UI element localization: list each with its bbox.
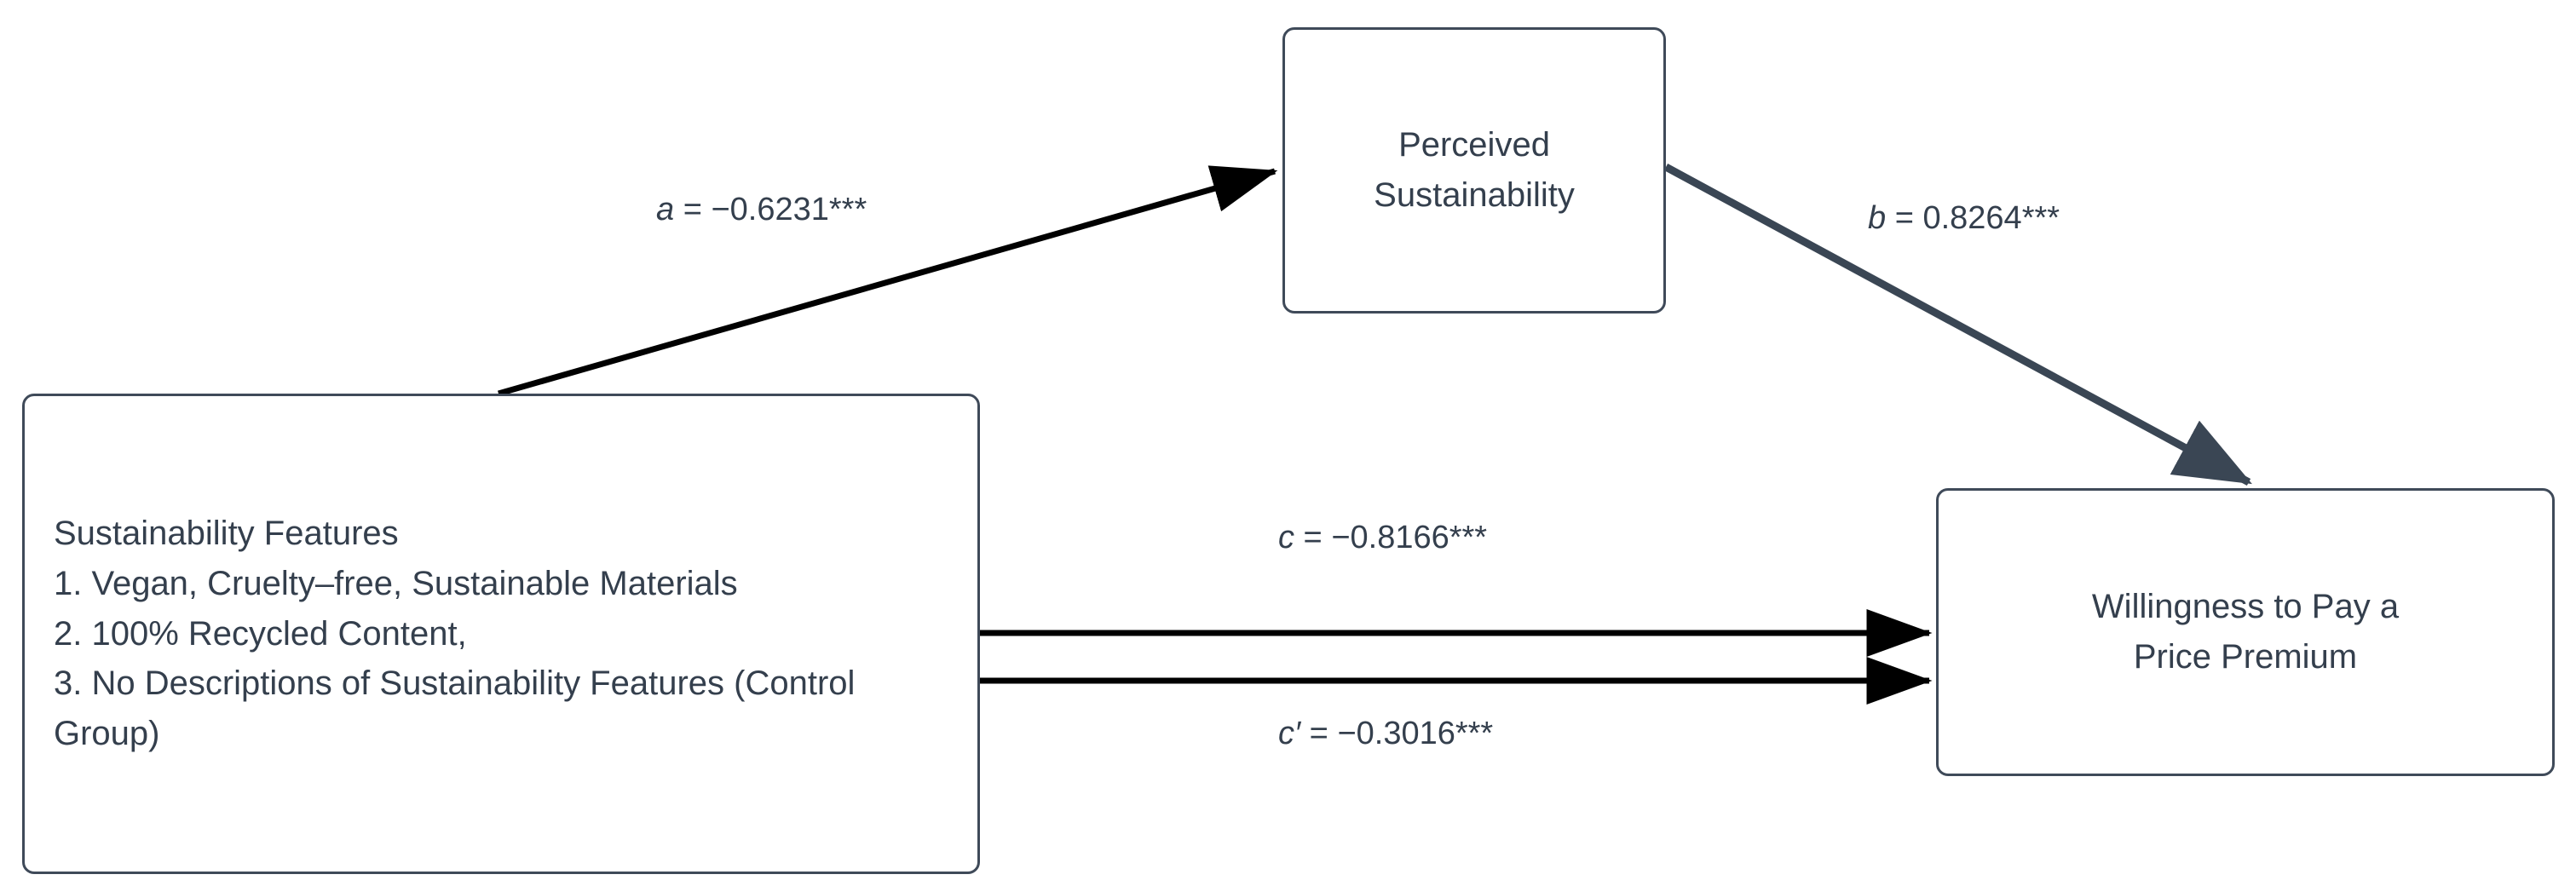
node-willingness-to-pay: Willingness to Pay a Price Premium	[1936, 488, 2555, 776]
path-a-symbol: a	[656, 192, 675, 227]
path-label-b: b = 0.8264***	[1868, 200, 2060, 237]
node-sustainability-features: Sustainability Features 1. Vegan, Cruelt…	[22, 394, 980, 874]
path-label-c: c = −0.8166***	[1278, 520, 1487, 556]
path-label-c-prime: c′ = −0.3016***	[1278, 716, 1493, 752]
edge-path-a	[498, 165, 1278, 397]
path-label-a: a = −0.6231***	[656, 192, 867, 228]
path-c-prime-value: −0.3016	[1337, 716, 1455, 751]
path-c-equals: =	[1294, 520, 1332, 555]
path-c-significance: ***	[1449, 520, 1488, 555]
path-c-value: −0.8166	[1331, 520, 1449, 555]
node-perceived-sustainability: Perceived Sustainability	[1282, 27, 1666, 314]
path-a-equals: =	[674, 192, 712, 227]
path-a-value: −0.6231	[711, 192, 829, 227]
path-c-prime-symbol: c′	[1278, 716, 1301, 751]
node-mediator-label: Perceived Sustainability	[1374, 126, 1575, 214]
path-c-symbol: c	[1278, 520, 1294, 555]
path-a-significance: ***	[828, 192, 867, 227]
path-c-prime-equals: =	[1300, 716, 1338, 751]
node-outcome-label: Willingness to Pay a Price Premium	[2091, 588, 2400, 676]
node-treatment-label: Sustainability Features 1. Vegan, Cruelt…	[54, 515, 856, 753]
path-b-significance: ***	[2021, 200, 2060, 236]
path-b-equals: =	[1886, 200, 1923, 236]
path-b-symbol: b	[1868, 200, 1887, 236]
path-c-prime-significance: ***	[1455, 716, 1494, 751]
path-b-value: 0.8264	[1922, 200, 2022, 236]
